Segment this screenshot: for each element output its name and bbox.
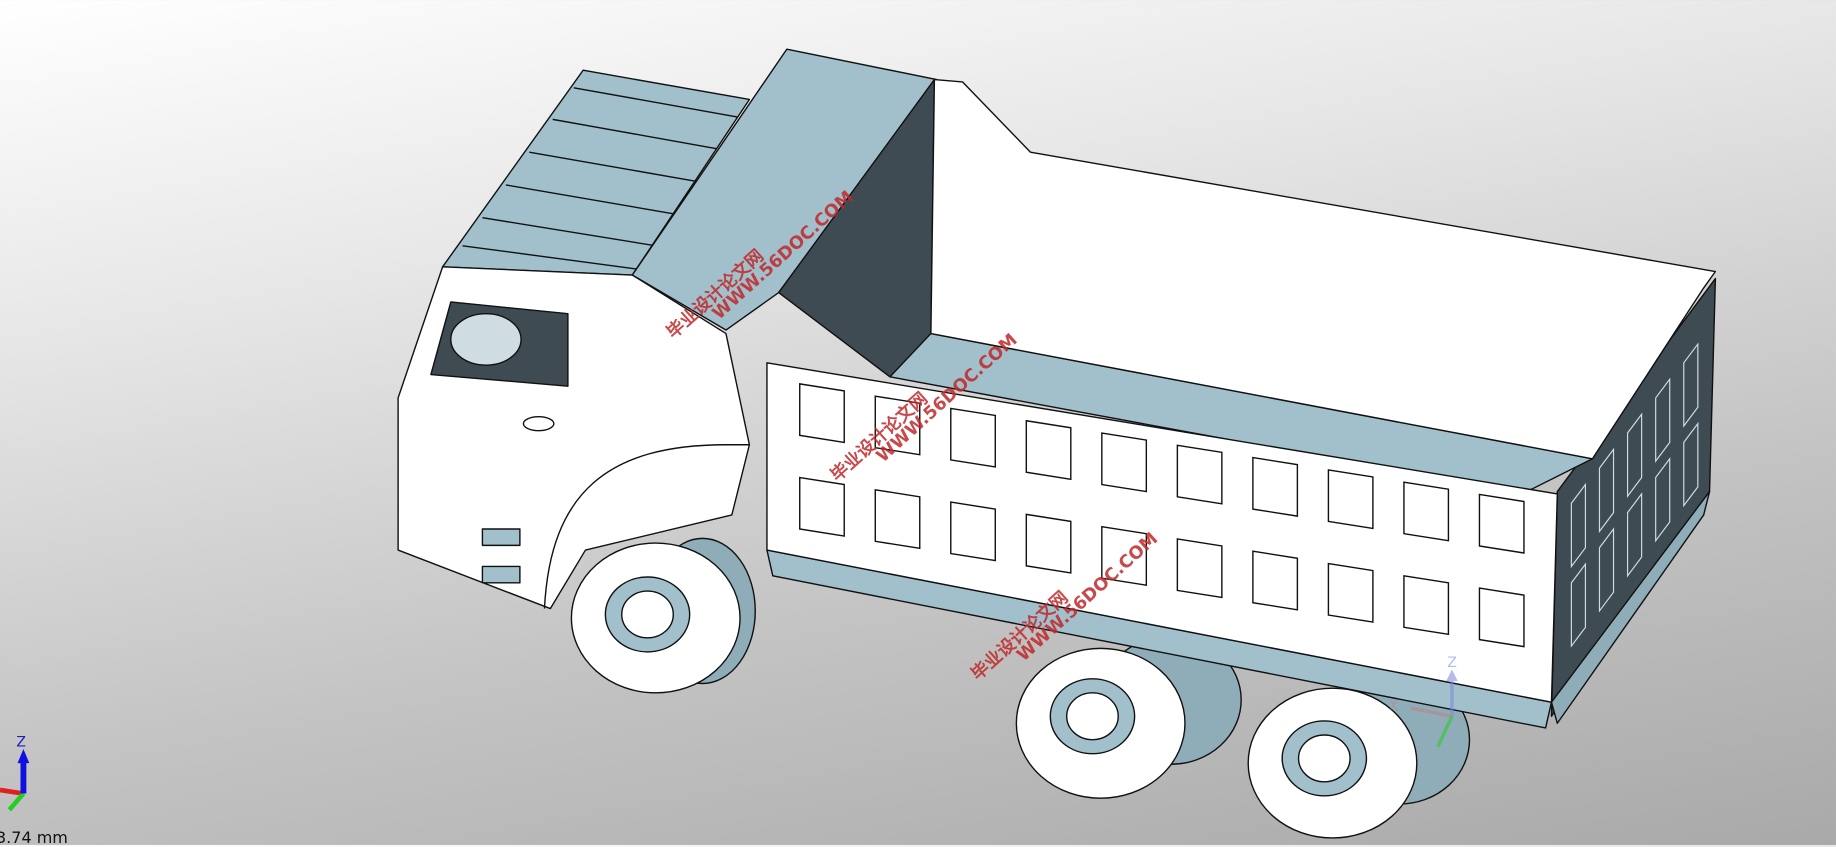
rear-panel-cutout xyxy=(1626,412,1643,498)
rear-panel-cutout xyxy=(1570,482,1587,569)
side-panel-cutout xyxy=(950,407,996,468)
middle-wheel xyxy=(1015,647,1186,799)
svg-text:X: X xyxy=(1389,698,1399,714)
side-panel-cutout xyxy=(1403,481,1450,542)
side-panel-cutout xyxy=(1101,525,1148,587)
side-panel-grid xyxy=(799,383,1525,648)
side-panel-cutout xyxy=(1327,562,1374,623)
roof-ribs xyxy=(462,87,738,270)
door-handle xyxy=(522,415,555,432)
side-panel-cutout xyxy=(1176,538,1223,599)
side-panel-cutout xyxy=(1478,587,1525,648)
svg-text:Z: Z xyxy=(1447,655,1457,671)
rear-panel-cutout xyxy=(1626,492,1643,578)
side-panel-cutout xyxy=(1025,513,1072,574)
dump-inner-side xyxy=(930,78,1717,460)
side-panel-cutout xyxy=(1025,419,1072,481)
front-light-2 xyxy=(481,565,521,584)
rear-panel-cutout xyxy=(1598,527,1615,613)
rear-panel-cutout xyxy=(1655,377,1671,463)
dump-truck-model xyxy=(397,48,1717,839)
rear-panel-grid xyxy=(1570,342,1699,648)
model-triad: Z X xyxy=(1389,655,1458,748)
side-panel-cutout xyxy=(1252,550,1299,611)
side-panel-cutout xyxy=(874,395,921,456)
svg-text:Z: Z xyxy=(16,735,26,751)
rear-panel-cutout xyxy=(1598,447,1615,534)
front-wheel xyxy=(570,537,756,694)
side-panel-cutout xyxy=(950,501,996,562)
tailgate-lower xyxy=(1550,490,1711,724)
front-fender xyxy=(543,444,750,609)
side-panel-cutout xyxy=(874,488,921,550)
view-orientation-triad[interactable]: Z xyxy=(0,735,30,812)
side-panel-cutout xyxy=(1252,456,1299,517)
steering-wheel xyxy=(450,312,522,366)
rear-panel-cutout xyxy=(1683,342,1699,428)
side-panel-cutout xyxy=(1403,574,1450,636)
front-light-1 xyxy=(481,528,521,547)
rear-panel-cutout xyxy=(1655,457,1671,543)
side-panel-cutout xyxy=(1327,469,1374,530)
side-panel-cutout xyxy=(799,383,845,444)
rear-panel-cutout xyxy=(1570,562,1587,648)
rear-panel-cutout xyxy=(1683,421,1699,508)
side-panel-cutout xyxy=(1478,493,1525,554)
side-panel-cutout xyxy=(1101,432,1148,493)
side-panel-cutout xyxy=(1176,444,1223,505)
rear-wheel xyxy=(1247,687,1418,839)
side-panel-cutout xyxy=(799,476,845,537)
scale-readout: 3.74 mm xyxy=(0,828,68,847)
